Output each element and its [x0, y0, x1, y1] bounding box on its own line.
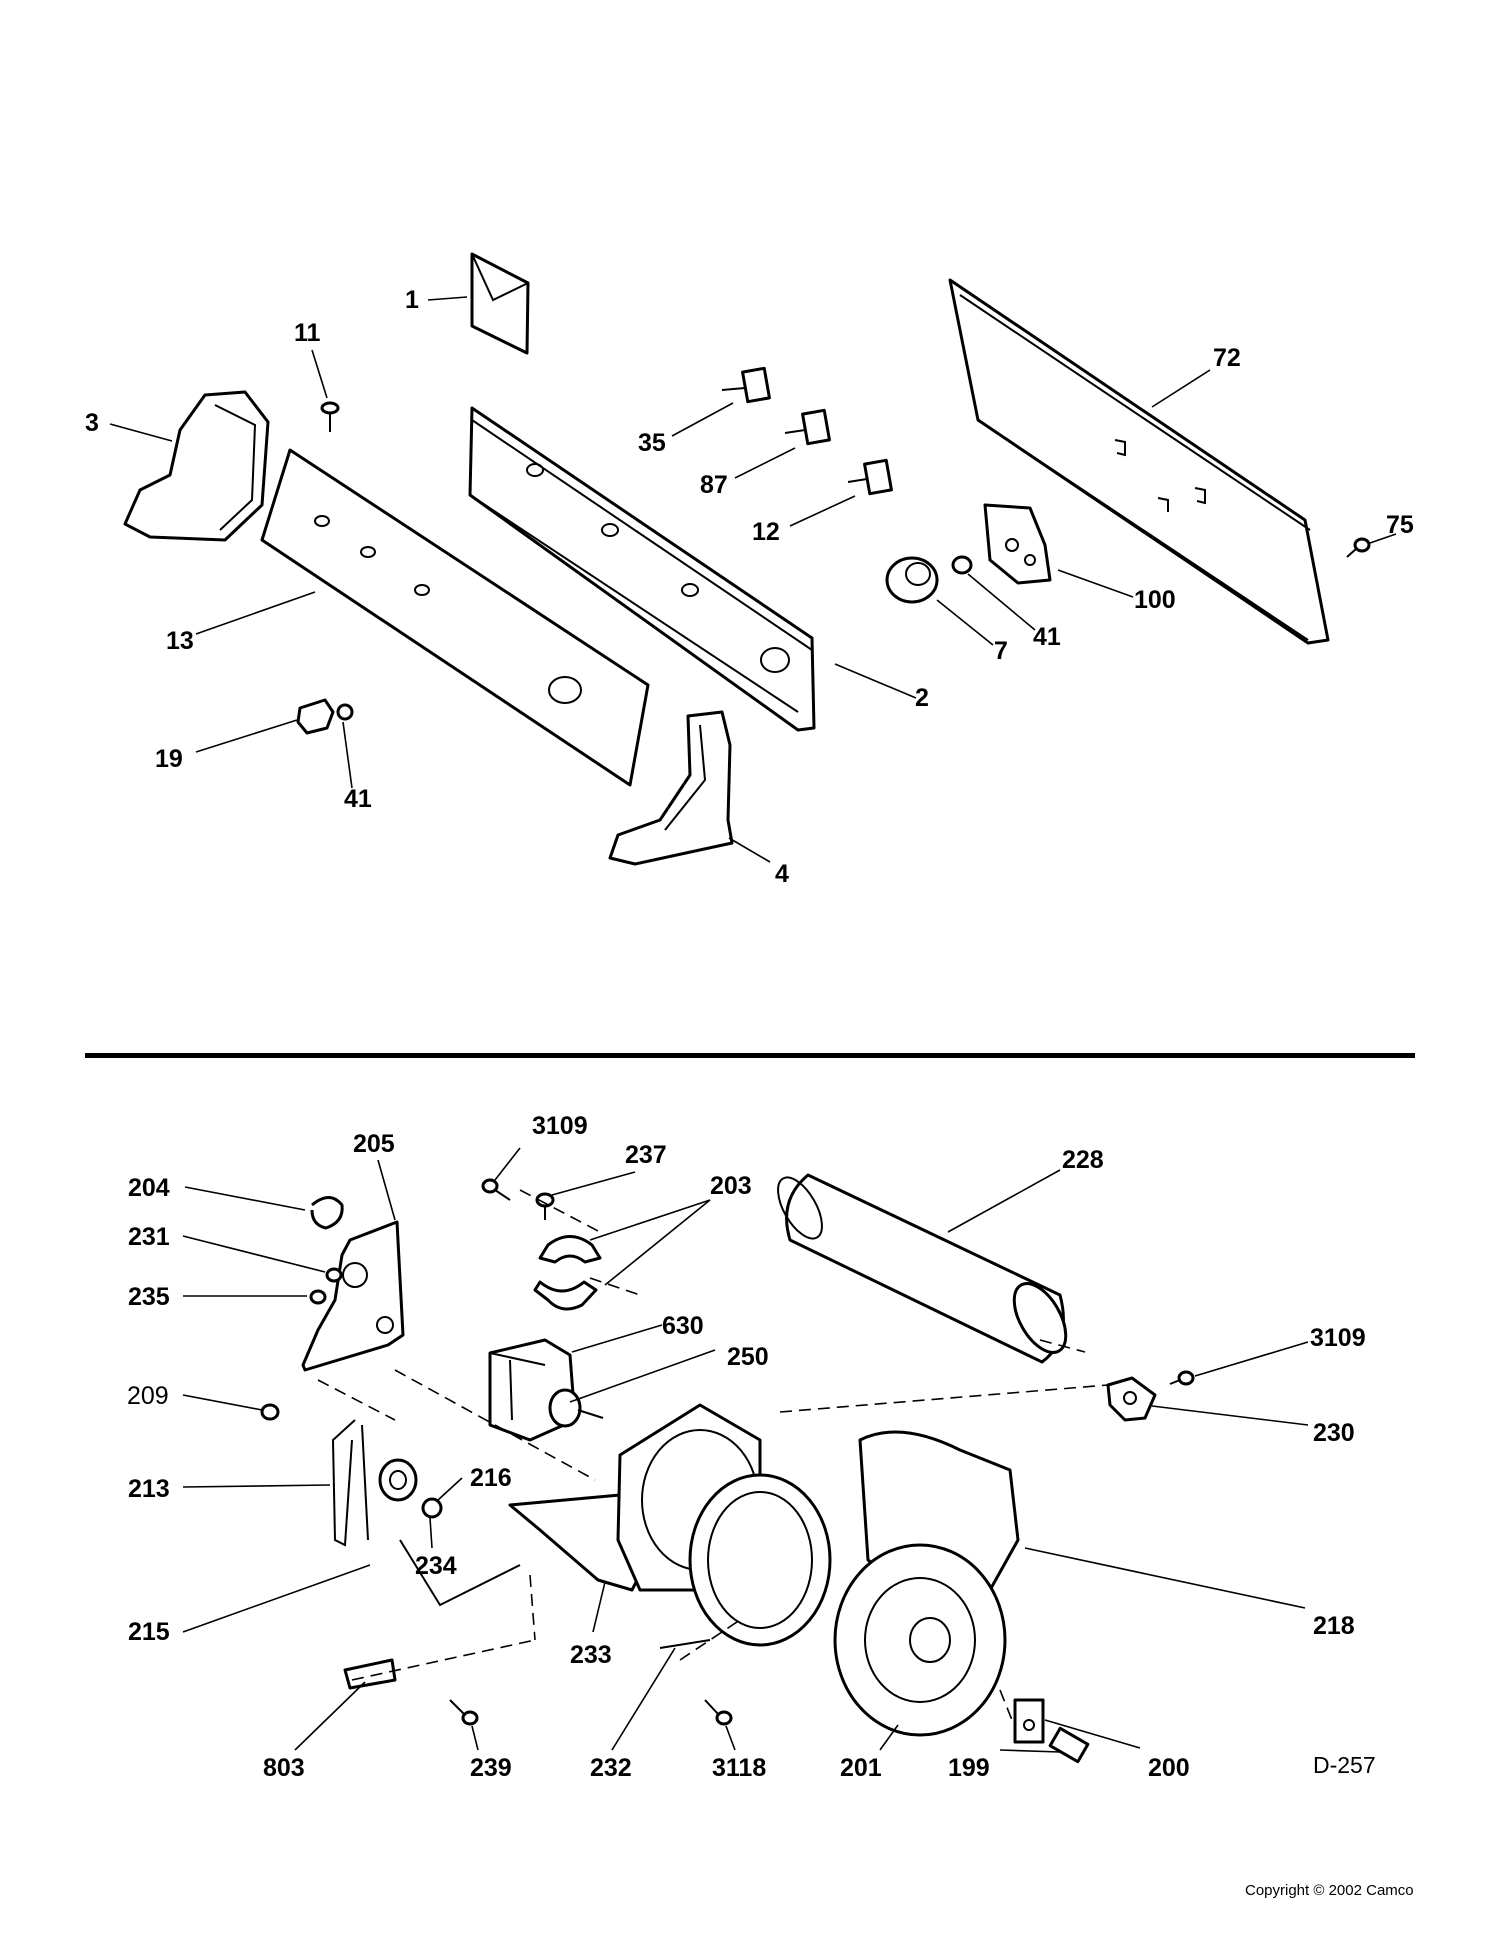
part-803-switch: [343, 1658, 397, 1690]
part-203-motor-clamp: [533, 1235, 602, 1311]
part-216-pulley: [378, 1458, 418, 1502]
part-231-screw: [325, 1267, 343, 1283]
callout-250: 250: [727, 1343, 769, 1371]
part-7-timer-knob: [885, 556, 939, 604]
part-13-control-panel: [260, 448, 650, 787]
part-199-bolt: [1048, 1726, 1090, 1764]
part-215-spring: [399, 1539, 521, 1607]
callout-19: 19: [155, 745, 183, 773]
part-35-switch: [721, 366, 771, 404]
callout-3: 3: [85, 409, 99, 437]
callout-11: 11: [294, 319, 321, 347]
assembly-dashed-lines: [317, 1189, 1109, 1721]
callout-2: 2: [915, 684, 929, 712]
part-75-screw: [1346, 537, 1371, 558]
callout-13: 13: [166, 627, 194, 655]
callout-239: 239: [470, 1754, 512, 1782]
callout-215: 215: [128, 1618, 170, 1646]
part-1-envelope: [470, 252, 530, 355]
part-87-switch: [784, 408, 831, 446]
part-209-nut: [260, 1403, 280, 1421]
callout-7: 7: [994, 637, 1008, 665]
part-41-clip-left: [336, 703, 354, 721]
part-3118-screw: [704, 1699, 733, 1726]
callout-218: 218: [1313, 1612, 1355, 1640]
part-3-left-endcap: [123, 390, 270, 542]
drawing-id: D-257: [1313, 1752, 1376, 1778]
part-213-idler-arm: [331, 1419, 369, 1547]
callout-35: 35: [638, 429, 666, 457]
part-4-right-bracket: [608, 710, 734, 866]
callout-205: 205: [353, 1130, 395, 1158]
callout-203: 203: [710, 1172, 752, 1200]
callout-232: 232: [590, 1754, 632, 1782]
part-72-rear-panel: [948, 278, 1330, 645]
section-divider: [85, 1053, 1415, 1058]
callout-204: 204: [128, 1174, 170, 1202]
callout-72: 72: [1213, 344, 1241, 372]
part-228-exhaust-duct: [777, 1173, 1068, 1364]
part-239-screw: [449, 1699, 479, 1726]
callout-3109-left: 3109: [532, 1112, 588, 1140]
part-250-motor-shaft: [548, 1388, 604, 1428]
part-2-control-mount: [468, 406, 816, 732]
part-232-rod: [659, 1639, 711, 1649]
callout-230: 230: [1313, 1419, 1355, 1447]
callout-803: 803: [263, 1754, 305, 1782]
blower-front-ring: [688, 1473, 832, 1647]
callout-630: 630: [662, 1312, 704, 1340]
part-235-screw: [309, 1289, 327, 1305]
callout-235: 235: [128, 1283, 170, 1311]
callout-201: 201: [840, 1754, 882, 1782]
part-3109-bolt-left: [481, 1178, 511, 1201]
part-100-timer: [983, 503, 1052, 585]
part-230-bracket: [1106, 1376, 1157, 1422]
callout-228: 228: [1062, 1146, 1104, 1174]
callout-209: 209: [127, 1382, 169, 1410]
callout-213: 213: [128, 1475, 170, 1503]
callout-237: 237: [625, 1141, 667, 1169]
callout-12: 12: [752, 518, 780, 546]
part-237-screw: [535, 1192, 555, 1220]
callout-41-upper: 41: [1033, 623, 1061, 651]
callout-75: 75: [1386, 511, 1414, 539]
part-41-clip-right: [951, 555, 973, 575]
callout-216: 216: [470, 1464, 512, 1492]
callout-200: 200: [1148, 1754, 1190, 1782]
copyright-notice: Copyright © 2002 Camco: [1245, 1882, 1414, 1899]
part-12-switch: [847, 458, 893, 496]
part-3109-bolt-right: [1169, 1370, 1195, 1386]
callout-100: 100: [1134, 586, 1176, 614]
callout-233: 233: [570, 1641, 612, 1669]
part-19-knob: [296, 698, 335, 735]
part-200-clip: [1013, 1698, 1045, 1744]
callout-234: 234: [415, 1552, 457, 1580]
callout-87: 87: [700, 471, 728, 499]
callout-4: 4: [775, 860, 789, 888]
callout-3118: 3118: [712, 1754, 766, 1782]
part-201-blower-wheel: [833, 1543, 1007, 1737]
part-11-screw: [320, 401, 340, 432]
part-204-clip: [310, 1196, 344, 1230]
lower-leader-lines: [182, 1147, 1309, 1753]
callout-199: 199: [948, 1754, 990, 1782]
callout-231: 231: [128, 1223, 170, 1251]
callout-3109-right: 3109: [1310, 1324, 1366, 1352]
callout-1: 1: [405, 286, 419, 314]
callout-41-lower: 41: [344, 785, 372, 813]
upper-leader-lines: [109, 296, 1397, 863]
part-234-washer: [421, 1497, 443, 1519]
